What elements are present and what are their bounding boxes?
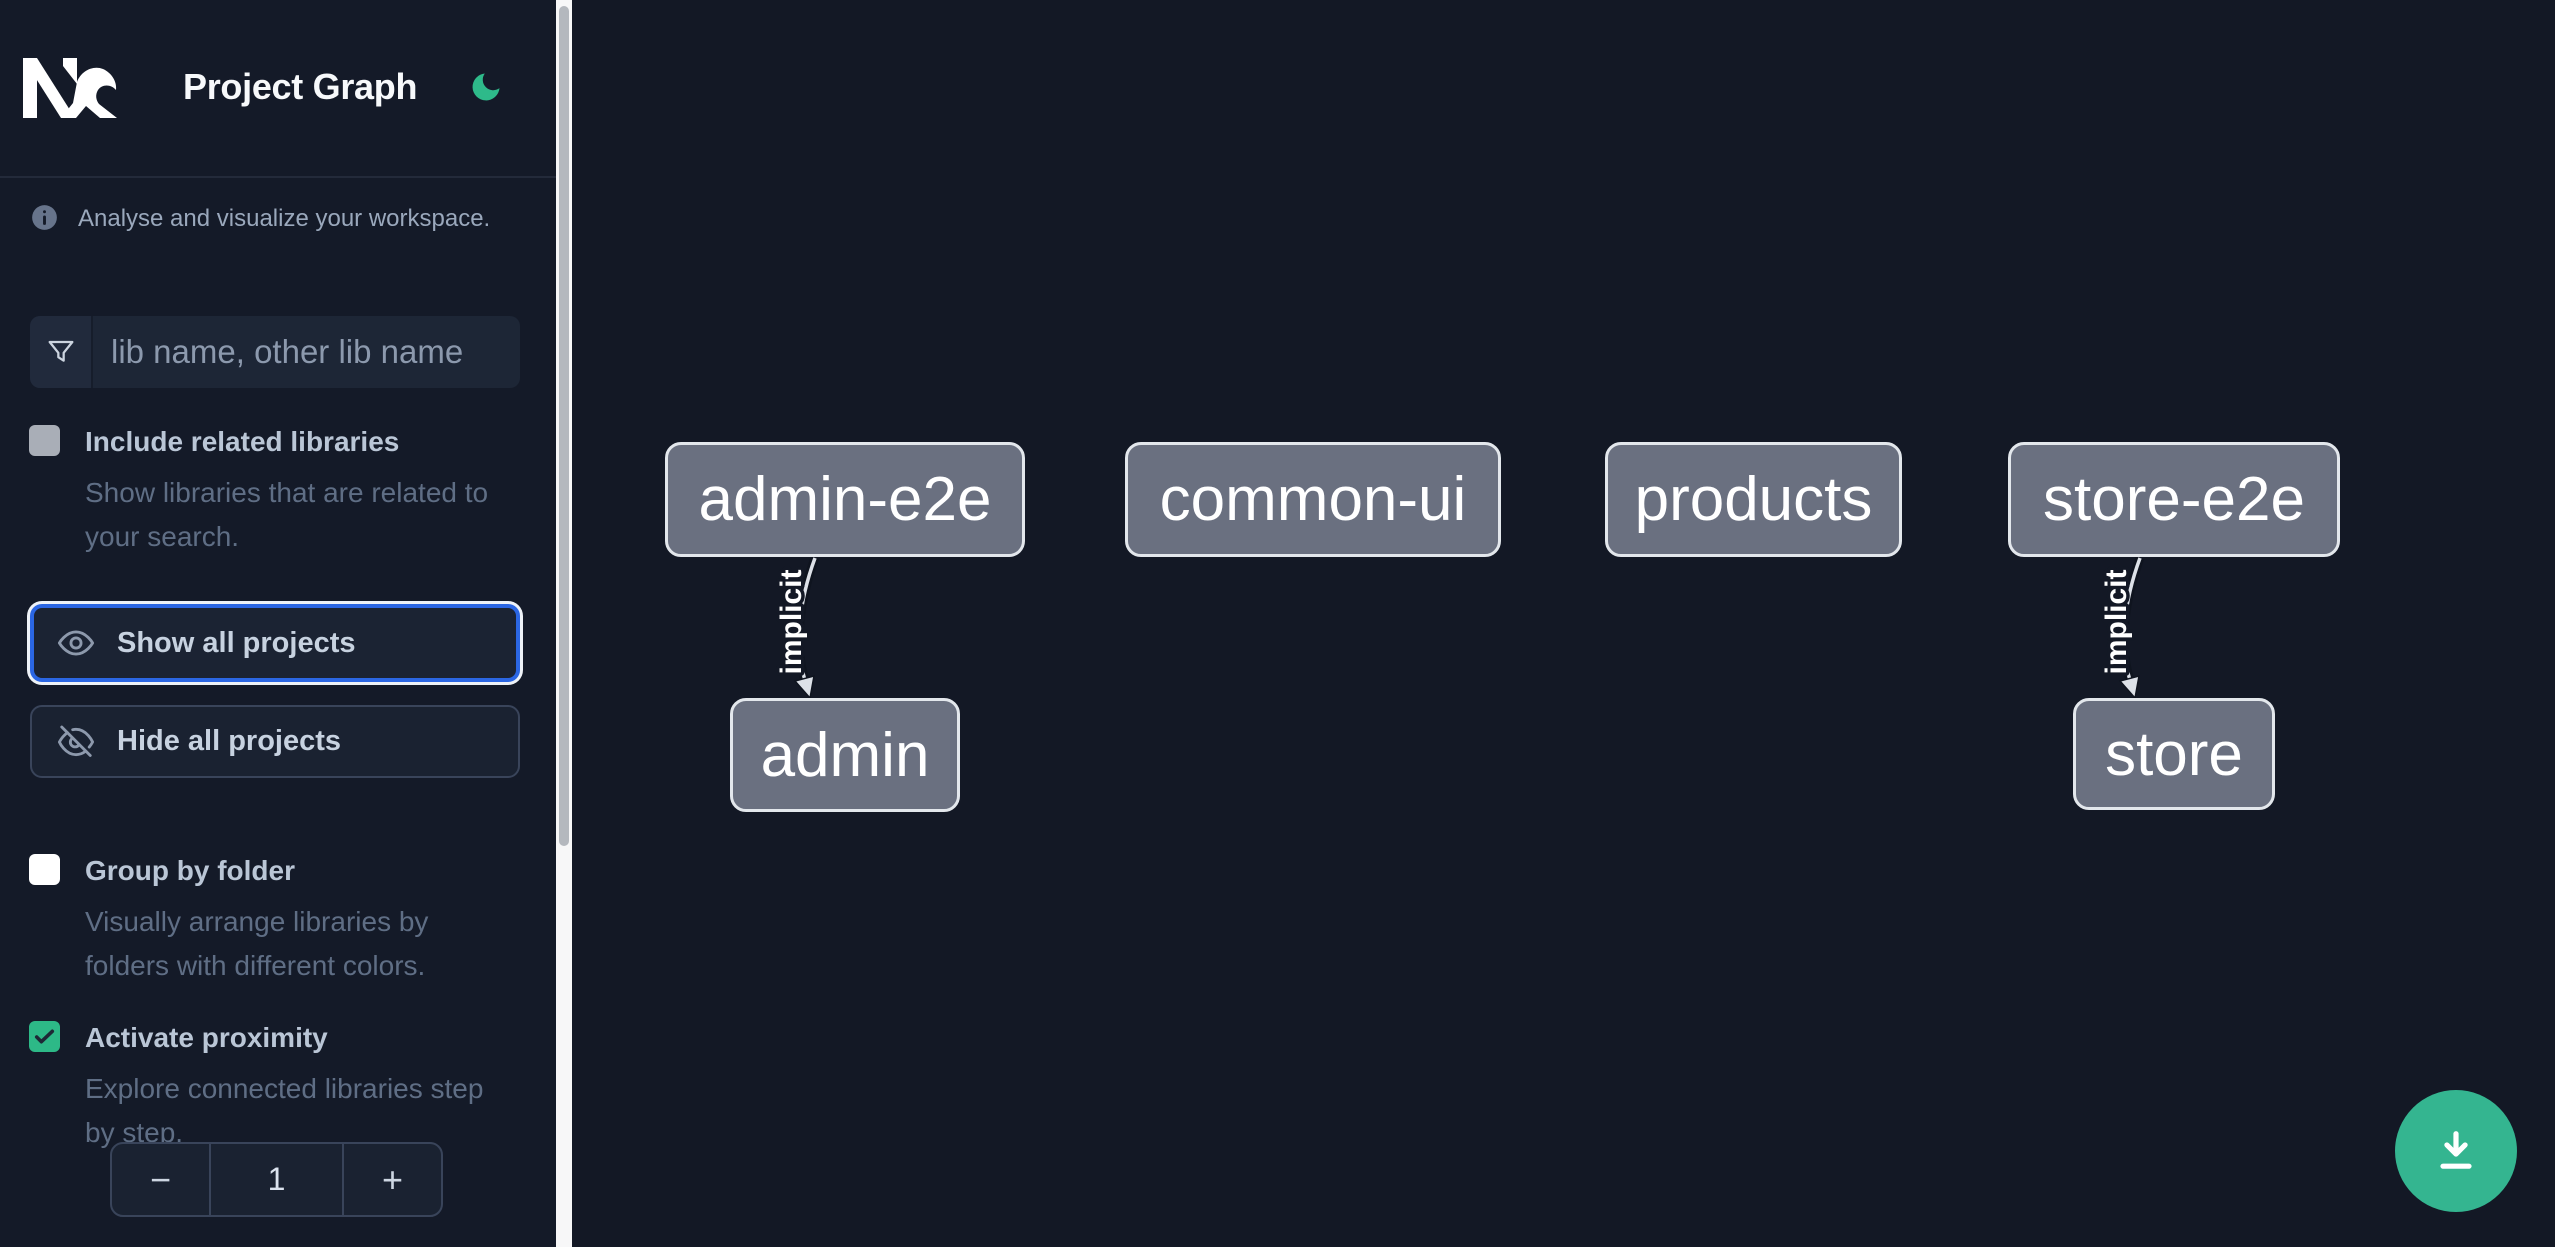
option-group-by-folder: Group by folder Visually arrange librari… xyxy=(29,854,523,994)
arrowhead-icon xyxy=(793,674,815,700)
tagline: Analyse and visualize your workspace. xyxy=(31,202,531,236)
project-node-common-ui[interactable]: common-ui xyxy=(1125,442,1501,557)
page-title: Project Graph xyxy=(183,66,418,107)
edge-label: implicit xyxy=(2100,569,2133,674)
include-related-description: Show libraries that are related to your … xyxy=(85,477,489,552)
download-graph-button[interactable] xyxy=(2395,1090,2517,1212)
nx-logo-icon xyxy=(23,58,117,118)
show-all-projects-button[interactable]: Show all projects xyxy=(30,604,520,682)
moon-icon xyxy=(472,73,500,100)
option-include-related: Include related libraries Show libraries… xyxy=(29,425,523,565)
hide-all-projects-button[interactable]: Hide all projects xyxy=(30,705,520,778)
sidebar-scrollbar[interactable] xyxy=(556,0,572,1247)
group-by-folder-description: Visually arrange libraries by folders wi… xyxy=(85,906,429,981)
edge-label: implicit xyxy=(775,569,808,674)
proximity-decrement-button[interactable]: − xyxy=(112,1144,209,1215)
search-input[interactable] xyxy=(93,316,520,388)
graph-edges: implicit implicit xyxy=(771,556,2145,700)
info-icon xyxy=(32,205,57,230)
proximity-stepper: − 1 + xyxy=(110,1142,443,1217)
activate-proximity-checkbox[interactable] xyxy=(29,1021,60,1052)
eye-off-icon xyxy=(57,725,95,757)
arrowhead-icon xyxy=(2118,674,2140,700)
hide-all-projects-label: Hide all projects xyxy=(117,725,342,757)
tagline-text: Analyse and visualize your workspace. xyxy=(78,205,491,232)
sidebar-scrollbar-thumb[interactable] xyxy=(559,6,569,846)
theme-toggle-button[interactable] xyxy=(462,64,510,112)
filter-input-group xyxy=(30,316,520,388)
option-activate-proximity: Activate proximity Explore connected lib… xyxy=(29,1021,523,1161)
edge-admin-e2e-admin: implicit xyxy=(771,556,820,700)
include-related-checkbox[interactable] xyxy=(29,425,60,456)
check-icon xyxy=(34,1029,55,1044)
project-node-store[interactable]: store xyxy=(2073,698,2275,810)
download-icon xyxy=(2440,1131,2472,1169)
group-by-folder-checkbox[interactable] xyxy=(29,854,60,885)
project-node-admin-e2e[interactable]: admin-e2e xyxy=(665,442,1025,557)
include-related-label: Include related libraries xyxy=(85,426,400,457)
project-node-admin[interactable]: admin xyxy=(730,698,960,812)
sidebar: Project Graph Analyse and visualize your… xyxy=(0,0,556,1247)
eye-icon xyxy=(57,630,95,656)
sidebar-header: Project Graph xyxy=(0,0,556,178)
show-all-projects-label: Show all projects xyxy=(117,626,356,659)
project-node-store-e2e[interactable]: store-e2e xyxy=(2008,442,2340,557)
activate-proximity-label: Activate proximity xyxy=(85,1022,328,1053)
project-node-products[interactable]: products xyxy=(1605,442,1902,557)
edge-store-e2e-store: implicit xyxy=(2096,556,2145,700)
graph-canvas[interactable]: implicit implicit admin-e2e common-ui pr… xyxy=(572,0,2555,1247)
proximity-value: 1 xyxy=(209,1144,344,1215)
funnel-icon xyxy=(30,316,93,388)
group-by-folder-label: Group by folder xyxy=(85,855,295,886)
proximity-increment-button[interactable]: + xyxy=(344,1144,441,1215)
